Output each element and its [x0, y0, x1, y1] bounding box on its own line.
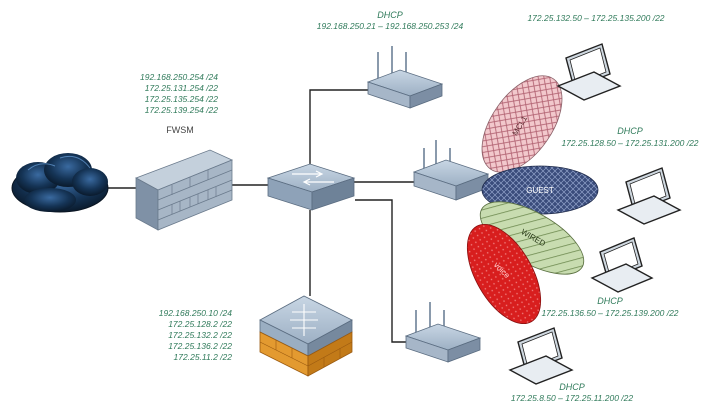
- fwsm-label: FWSM: [166, 125, 194, 135]
- laptop-4-icon: [510, 328, 572, 384]
- core-address: 172.25.128.2 /22: [168, 319, 232, 329]
- laptop-2-icon: [618, 168, 680, 224]
- laptop-3-icon: [592, 238, 652, 292]
- access-point-middle-icon: [414, 140, 488, 200]
- core-router-icon: [260, 296, 352, 376]
- core-address: 172.25.136.2 /22: [168, 341, 232, 351]
- dhcp-laptop1-range: 172.25.132.50 – 172.25.135.200 /22: [527, 13, 664, 23]
- dhcp-laptop5-label: DHCP: [559, 382, 585, 392]
- dhcp-laptop2-label: DHCP: [617, 126, 643, 136]
- fwsm-address: 172.25.135.254 /22: [145, 94, 219, 104]
- fwsm-address: 172.25.139.254 /22: [145, 105, 219, 115]
- laptop-1-icon: [558, 44, 620, 100]
- dhcp-laptop4-label: DHCP: [597, 296, 623, 306]
- core-address: 172.25.11.2 /22: [174, 352, 233, 362]
- link-switch-ap-top: [310, 90, 370, 168]
- fwsm-address: 172.25.131.254 /22: [145, 83, 219, 93]
- core-address-list: 192.168.250.10 /24 172.25.128.2 /22 172.…: [159, 308, 233, 362]
- link-switch-ap-bottom: [355, 200, 408, 342]
- ssid-ellipses: [452, 62, 598, 336]
- ssid-label-guest: GUEST: [526, 186, 554, 195]
- dhcp-laptop2-range: 172.25.128.50 – 172.25.131.200 /22: [561, 138, 698, 148]
- dhcp-top-label: DHCP: [377, 10, 403, 20]
- access-point-bottom-icon: [406, 302, 480, 362]
- core-address: 172.25.132.2 /22: [168, 330, 232, 340]
- core-switch-icon: [268, 164, 354, 210]
- dhcp-laptop4-range: 172.25.136.50 – 172.25.139.200 /22: [541, 308, 678, 318]
- dhcp-top-range: 192.168.250.21 – 192.168.250.253 /24: [317, 21, 464, 31]
- access-point-top-icon: [368, 46, 442, 108]
- core-address: 192.168.250.10 /24: [159, 308, 233, 318]
- dhcp-laptop5-range: 172.25.8.50 – 172.25.11.200 /22: [511, 393, 634, 403]
- internet-cloud-icon: [12, 153, 108, 212]
- fwsm-address-list: 192.168.250.254 /24 172.25.131.254 /22 1…: [140, 72, 218, 115]
- firewall-icon: [136, 150, 232, 230]
- fwsm-address: 192.168.250.254 /24: [140, 72, 218, 82]
